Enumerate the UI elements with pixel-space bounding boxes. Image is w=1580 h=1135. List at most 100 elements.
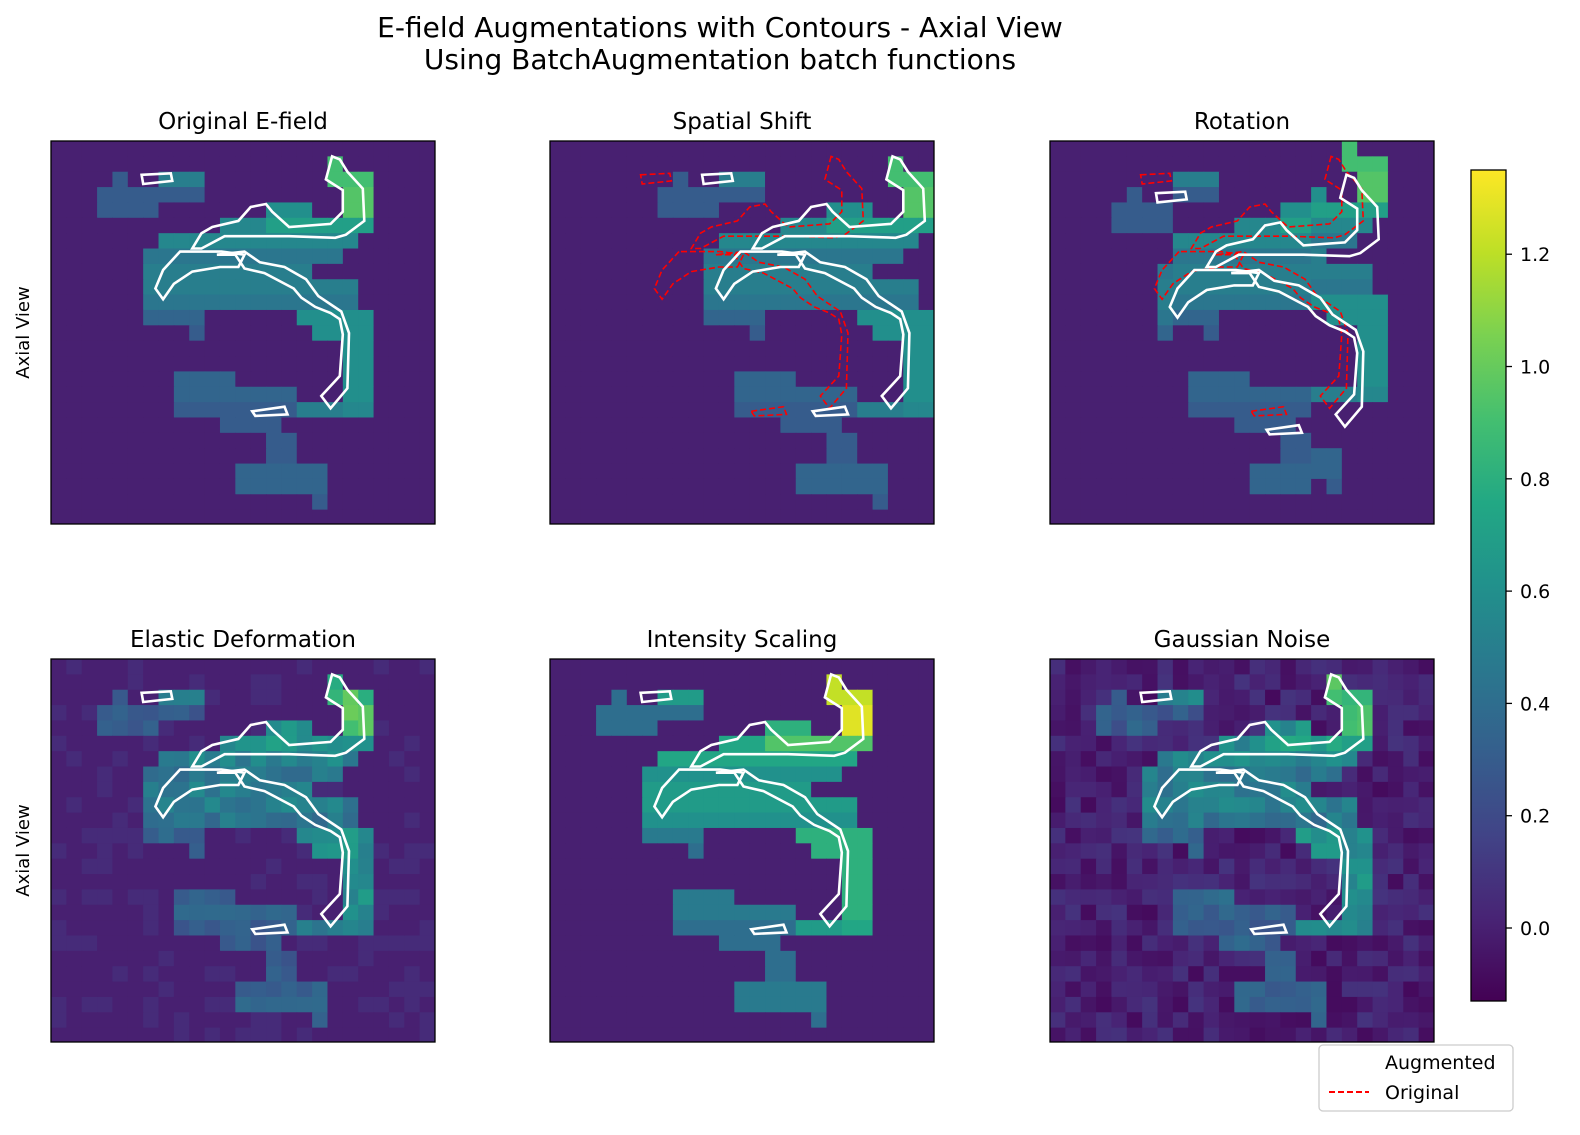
heatmap-cell bbox=[672, 217, 689, 234]
heatmap-cell bbox=[358, 720, 375, 737]
heatmap-cell bbox=[327, 858, 344, 875]
heatmap-cell bbox=[887, 141, 904, 157]
heatmap-cell bbox=[887, 463, 904, 480]
heatmap-cell bbox=[1403, 858, 1420, 875]
heatmap-cell bbox=[419, 720, 435, 737]
heatmap-cell bbox=[626, 1027, 643, 1042]
heatmap-cell bbox=[1295, 659, 1312, 675]
heatmap-cell bbox=[419, 674, 435, 691]
heatmap-cell bbox=[266, 340, 282, 357]
heatmap-cell bbox=[112, 386, 129, 403]
heatmap-cell bbox=[765, 294, 781, 311]
heatmap-cell bbox=[872, 371, 889, 388]
heatmap-cell bbox=[112, 766, 129, 783]
heatmap-cell bbox=[1234, 463, 1251, 480]
heatmap-cell bbox=[127, 279, 144, 296]
heatmap-cell bbox=[718, 156, 735, 173]
heatmap-cell bbox=[1111, 720, 1128, 737]
heatmap-cell bbox=[419, 187, 435, 203]
heatmap-cell bbox=[358, 874, 375, 890]
heatmap-cell bbox=[550, 386, 566, 403]
heatmap-cell bbox=[66, 950, 83, 967]
heatmap-cell bbox=[1403, 432, 1420, 449]
heatmap-cell bbox=[204, 797, 221, 814]
heatmap-cell bbox=[219, 874, 236, 890]
heatmap-cell bbox=[419, 448, 435, 465]
heatmap-cell bbox=[857, 889, 874, 906]
heatmap-cell bbox=[281, 309, 298, 326]
heatmap-cell bbox=[626, 156, 643, 173]
heatmap-cell bbox=[918, 659, 934, 675]
augmented-contour bbox=[1231, 268, 1365, 429]
heatmap-cell bbox=[1050, 904, 1066, 921]
heatmap-cell bbox=[1418, 356, 1434, 372]
heatmap-cell bbox=[1096, 478, 1112, 495]
heatmap-cell bbox=[565, 966, 582, 983]
heatmap-cell bbox=[903, 950, 920, 967]
heatmap-cell bbox=[841, 478, 858, 495]
heatmap-cell bbox=[219, 689, 236, 706]
heatmap-cell bbox=[296, 689, 313, 706]
heatmap-cell bbox=[565, 996, 582, 1013]
heatmap-cell bbox=[657, 386, 674, 403]
heatmap-cell bbox=[841, 1012, 858, 1029]
heatmap-cell bbox=[388, 233, 405, 250]
heatmap-cell bbox=[312, 187, 328, 203]
heatmap-cell bbox=[611, 217, 628, 234]
heatmap-cell bbox=[1080, 766, 1097, 783]
heatmap-cell bbox=[688, 263, 705, 280]
heatmap-cell bbox=[281, 294, 298, 311]
heatmap-cell bbox=[672, 171, 689, 188]
heatmap-cell bbox=[1111, 950, 1128, 967]
heatmap-cell bbox=[1065, 689, 1082, 706]
heatmap-cell bbox=[266, 325, 282, 342]
heatmap-cell bbox=[189, 402, 206, 418]
heatmap-cell bbox=[219, 827, 236, 844]
heatmap-cell bbox=[765, 827, 781, 844]
heatmap-cell bbox=[51, 187, 67, 203]
heatmap-cell bbox=[1188, 797, 1205, 814]
heatmap-cell bbox=[189, 478, 206, 495]
heatmap-cell bbox=[918, 233, 934, 250]
heatmap-cell bbox=[749, 874, 766, 890]
heatmap-cell bbox=[780, 689, 797, 706]
heatmap-cell bbox=[734, 674, 751, 691]
heatmap-cell bbox=[81, 356, 98, 372]
heatmap-cell bbox=[1311, 202, 1327, 219]
heatmap-cell bbox=[1341, 720, 1358, 737]
heatmap-cell bbox=[1341, 509, 1358, 524]
heatmap-cell bbox=[611, 889, 628, 906]
heatmap-cell bbox=[887, 966, 904, 983]
heatmap-cell bbox=[1357, 705, 1374, 721]
heatmap-cell bbox=[173, 156, 190, 173]
heatmap-cell bbox=[626, 843, 643, 860]
heatmap-cell bbox=[626, 827, 643, 844]
heatmap-cell bbox=[1249, 294, 1266, 311]
heatmap-cell bbox=[1050, 340, 1066, 357]
heatmap-cell bbox=[672, 720, 689, 737]
heatmap-cell bbox=[127, 996, 144, 1013]
heatmap-cell bbox=[811, 248, 827, 265]
heatmap-cell bbox=[112, 889, 129, 906]
heatmap-cell bbox=[173, 494, 190, 511]
heatmap-cell bbox=[887, 797, 904, 814]
heatmap-cell bbox=[143, 494, 160, 511]
heatmap-cell bbox=[565, 874, 582, 890]
heatmap-cell bbox=[296, 1027, 313, 1042]
heatmap-cell bbox=[1311, 843, 1327, 860]
heatmap-cell bbox=[97, 402, 113, 418]
heatmap-cell bbox=[1111, 1012, 1128, 1029]
heatmap-cell bbox=[81, 981, 98, 998]
heatmap-cell bbox=[266, 156, 282, 173]
heatmap-cell bbox=[657, 889, 674, 906]
heatmap-cell bbox=[158, 141, 175, 157]
heatmap-cell bbox=[611, 996, 628, 1013]
heatmap-cell bbox=[626, 659, 643, 675]
heatmap-cell bbox=[903, 674, 920, 691]
heatmap-cell bbox=[1357, 294, 1374, 311]
heatmap-cell bbox=[1372, 674, 1389, 691]
heatmap-cell bbox=[204, 981, 221, 998]
heatmap-cell bbox=[1387, 904, 1404, 921]
heatmap-cell bbox=[1326, 448, 1343, 465]
heatmap-cell bbox=[358, 217, 375, 234]
